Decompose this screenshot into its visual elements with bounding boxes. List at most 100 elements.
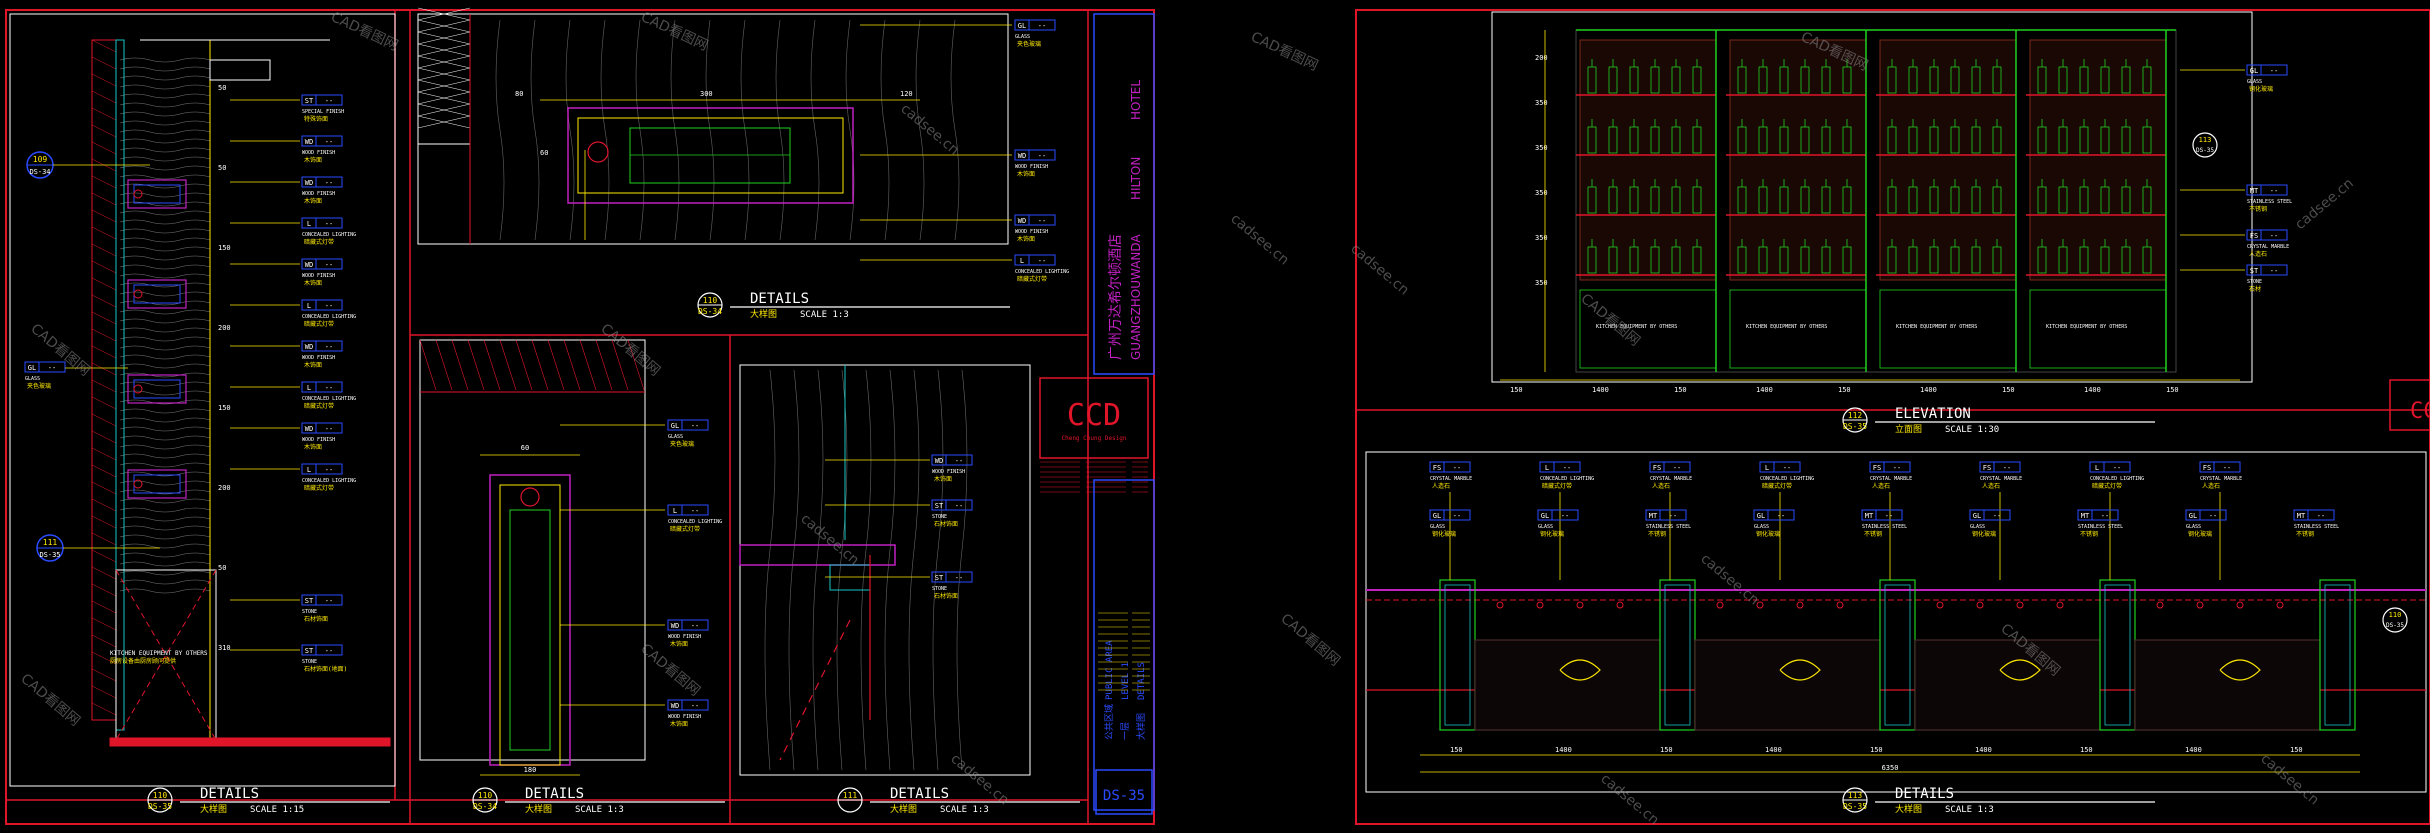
dim-value: 180 — [524, 766, 537, 774]
wood-grain — [119, 174, 211, 180]
detail-dim: 1400 — [1765, 746, 1782, 754]
logo-box — [1039, 377, 1149, 459]
wood-grain — [119, 453, 211, 459]
red-diag — [779, 619, 851, 761]
elev-vdim: 350 — [1535, 234, 1548, 242]
tag-num-box — [2260, 229, 2288, 241]
tag-cn: 石材 — [2249, 285, 2261, 293]
light-fixture — [133, 479, 143, 489]
tag-num: -- — [2270, 187, 2278, 195]
wood-grain — [119, 156, 211, 162]
wood-grain — [119, 543, 211, 549]
dim-value: 50 — [218, 84, 226, 92]
tag-num: -- — [325, 384, 333, 392]
watermark: CAD看图网 — [637, 641, 703, 700]
glass-layer — [115, 39, 125, 731]
hatch — [499, 339, 517, 391]
watermark: cadsee.cn — [1347, 241, 1411, 299]
tag-desc: GLASS — [1538, 524, 1553, 530]
wood-grain — [119, 138, 211, 144]
grain — [530, 19, 540, 241]
tag-desc: GLASS — [1754, 524, 1769, 530]
tag-num: -- — [955, 457, 963, 465]
detail-dim: 1400 — [2185, 746, 2202, 754]
tag-code: L — [1765, 464, 1769, 472]
tag-cn: 木饰面 — [304, 361, 322, 369]
hatch — [417, 67, 471, 81]
counter-top — [739, 544, 896, 566]
light-point — [2236, 601, 2244, 609]
tag-code: GL — [1757, 512, 1765, 520]
tag-code: L — [307, 466, 311, 474]
light-point — [1716, 601, 1724, 609]
tag-num-box — [1551, 509, 1579, 521]
wood-grain — [119, 408, 211, 414]
tag-code: GL — [1973, 512, 1981, 520]
detail-scale: SCALE 1:15 — [250, 805, 304, 815]
marker-num: 111 — [43, 538, 58, 547]
watermark: CAD看图网 — [328, 9, 400, 54]
watermark: cadsee.cn — [797, 511, 861, 569]
handle — [1999, 659, 2041, 681]
tag-num-box — [1773, 461, 1801, 473]
wood-grain — [119, 291, 211, 297]
tag-code: WD — [305, 425, 313, 433]
right-sheet-border — [1355, 9, 2430, 825]
tag-code: WD — [305, 261, 313, 269]
bubble-number: 110 — [153, 791, 168, 800]
tag-desc: STONE — [932, 586, 947, 592]
watermark: CAD看图网 — [1277, 611, 1343, 670]
tag-desc: STAINLESS STEEL — [2294, 524, 2339, 530]
tag-num-box — [2199, 509, 2227, 521]
light-inner — [133, 379, 181, 399]
wood-grain — [119, 264, 211, 270]
grain — [495, 19, 505, 241]
tag-code: ST — [305, 597, 314, 605]
detail-title-cn: 大样图 — [750, 308, 777, 320]
info-box — [1093, 479, 1155, 811]
handle — [1779, 659, 1821, 681]
tag-num-box — [681, 699, 709, 711]
tag-desc: CRYSTAL MARBLE — [1430, 476, 1472, 482]
light-point — [1936, 601, 1944, 609]
tag-num: -- — [955, 502, 963, 510]
hatch-line — [91, 141, 117, 155]
dim-value: 120 — [900, 90, 913, 98]
wood-grain — [119, 381, 211, 387]
tag-num: -- — [325, 220, 333, 228]
tag-num: -- — [1777, 512, 1785, 520]
kitchen-note: KITCHEN EQUIPMENT BY OTHERS — [110, 650, 208, 657]
light-point — [2056, 601, 2064, 609]
wood-grain — [119, 579, 211, 585]
hatch-line — [91, 345, 117, 359]
wood-grain — [119, 588, 211, 594]
wood-grain — [119, 129, 211, 135]
tag-code: WD — [305, 138, 313, 146]
hatch-line — [91, 107, 117, 121]
tag-num-box — [315, 644, 343, 656]
wood-grain — [119, 210, 211, 216]
tag-cn: 暗藏式灯带 — [1017, 275, 1047, 283]
glass-panel — [1694, 639, 1881, 731]
tag-code: GL — [2189, 512, 2197, 520]
tag-num: -- — [325, 97, 333, 105]
hatch — [417, 115, 471, 129]
project-en: HILTON — [1129, 157, 1143, 200]
tag-code: FS — [2203, 464, 2211, 472]
detail-title-text: DETAILS — [200, 786, 259, 802]
tag-desc: CONCEALED LIGHTING — [302, 478, 356, 484]
tag-num-box — [1875, 509, 1903, 521]
detail-scale: SCALE 1:30 — [1945, 425, 1999, 435]
bubble-sheet: DS-34 — [473, 802, 497, 811]
